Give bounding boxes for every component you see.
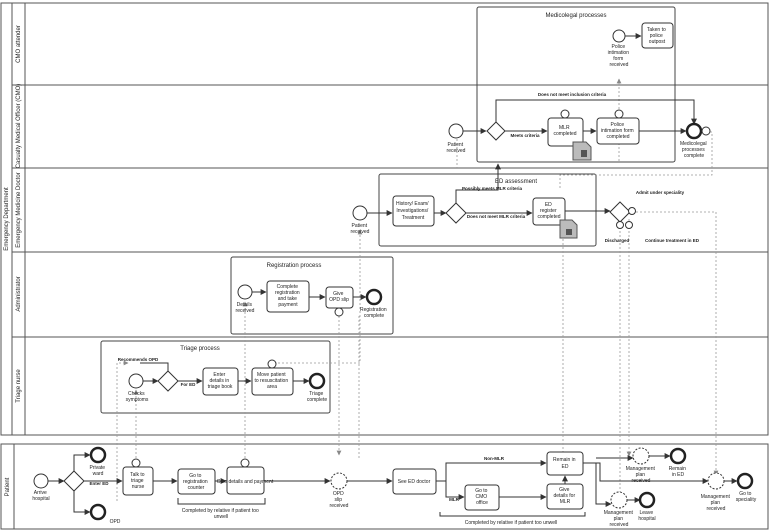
police-form-received-event xyxy=(612,29,626,43)
completed-relative-2-label: Completed by relative if patient too unw… xyxy=(465,520,558,526)
police-form-completed-label: Police intimation form completed xyxy=(601,122,635,140)
remain-in-ed-end-label: Remain in ED xyxy=(669,466,688,478)
completed-relative-1-label: Completed by relative if patient too unw… xyxy=(182,508,260,520)
registration-complete-event xyxy=(365,288,383,306)
go-to-speciality-event xyxy=(736,472,754,490)
pool-label-emergency: Emergency Department xyxy=(4,187,10,251)
mgmt-plan-3-event xyxy=(707,472,725,490)
medicolegal-complete-event xyxy=(685,122,703,140)
mlr-completed-label: MLR completed xyxy=(553,125,576,137)
triage-complete-label: Triage complete xyxy=(307,391,328,403)
opd-slip-received-label: OPD slip received xyxy=(330,491,349,509)
group-registration xyxy=(230,256,394,335)
leave-hospital-event xyxy=(638,491,656,509)
cmo-criteria-gateway xyxy=(486,121,506,141)
talk-triage-label: Talk to triage nurse xyxy=(130,472,146,490)
mgmt-plan-1-event xyxy=(632,447,650,465)
enter-details-label: Enter details in triage book xyxy=(208,372,233,390)
history-exam-task xyxy=(392,195,435,227)
opd-event xyxy=(89,503,107,521)
move-patient-label: Move patient to resuscitation area xyxy=(254,372,289,390)
registration-complete-label: Registration complete xyxy=(360,307,388,319)
police-form-received-label: Police intimation form received xyxy=(608,44,631,68)
ed-register-label: ED register completed xyxy=(537,202,560,220)
remain-in-ed-end-event xyxy=(669,447,687,465)
details-received-label: Details received xyxy=(236,302,255,314)
leave-hospital-label: Leave hospital xyxy=(638,510,655,522)
taken-to-police-task xyxy=(641,22,674,49)
triage-complete-event xyxy=(308,372,326,390)
give-opd-slip-label: Give OPD slip xyxy=(329,291,349,303)
arrive-hospital-event xyxy=(33,473,49,489)
lane-label-cmo: Casualty Medical Officer (CMO) xyxy=(16,84,22,169)
lane-label-admin: Administrator xyxy=(16,276,22,311)
not-meet-criteria-label: Does not meet inclusion criteria xyxy=(538,92,607,97)
emergency-pool xyxy=(0,2,769,436)
mlr-label: MLR xyxy=(449,497,459,502)
for-ed-label: For ED xyxy=(181,382,197,387)
possibly-mlr-label: Possibly meets MLR criteria xyxy=(462,186,523,191)
checks-symptoms-label: Checks symptoms xyxy=(126,391,149,403)
opd-label: OPD xyxy=(110,519,121,525)
not-meet-mlr-label: Does not meet MLR criteria xyxy=(467,214,526,219)
go-registration-label: Go to registration counter xyxy=(183,473,209,491)
meets-criteria-label: Meets criteria xyxy=(510,133,540,138)
ed-mlr-gateway xyxy=(445,202,467,224)
medicolegal-complete-label: Medicolegal processes complete xyxy=(680,141,708,159)
opd-slip-received-event xyxy=(330,472,348,490)
complete-registration-label: Complete registration and take payment xyxy=(275,284,301,308)
go-to-speciality-label: Go to speciality xyxy=(736,491,757,503)
ed-patient-received-event xyxy=(352,205,368,221)
give-details-mlr-label: Give details for MLR xyxy=(553,487,576,505)
give-details-payment-label: Give details and payment xyxy=(217,479,274,485)
mgmt-plan-2-event xyxy=(610,491,628,509)
admit-label: Admit under speciality xyxy=(636,190,685,195)
remain-in-ed-label: Remain in ED xyxy=(553,457,577,470)
cmo-patient-received-label: Patient received xyxy=(447,142,466,154)
discharged-label: Discharged xyxy=(605,238,630,243)
mgmt-plan-3-label: Management plan received xyxy=(701,494,732,512)
cmo-patient-received-event xyxy=(448,123,464,139)
group-title-medicolegal: Medicolegal processes xyxy=(545,13,606,19)
ed-patient-received-label: Patient received xyxy=(351,223,370,235)
taken-to-police-label: Taken to police outpost xyxy=(647,27,667,45)
group-triage xyxy=(100,340,331,414)
group-title-triage: Triage process xyxy=(180,346,219,352)
police-form-boundary-event xyxy=(614,109,624,119)
private-ward-event xyxy=(89,446,107,464)
group-medicolegal xyxy=(476,6,676,163)
mlr-boundary-event xyxy=(560,109,570,119)
mgmt-plan-2-label: Management plan received xyxy=(604,510,635,528)
group-title-registration: Registration process xyxy=(267,263,322,269)
see-ed-doctor-label: See ED doctor xyxy=(398,479,431,485)
go-cmo-office-label: Go to CMO office xyxy=(475,488,489,506)
lane-label-emd: Emergency Medicine Doctor xyxy=(16,172,22,247)
group-title-ed: ED assessment xyxy=(495,179,537,185)
details-received-event xyxy=(237,284,253,300)
lane-label-patient: Patient xyxy=(5,477,11,496)
lane-label-triage: Triage nurse xyxy=(16,369,22,403)
group-ed-assessment xyxy=(378,173,597,247)
enter-ed-label: Enter ED xyxy=(89,481,109,486)
arrive-hospital-label: Arrive hospital xyxy=(32,490,49,502)
continue-label: Continue treatment in ED xyxy=(645,238,700,243)
non-mlr-label: Non-MLR xyxy=(484,456,505,461)
lane-label-cmo-attender: CMO attender xyxy=(16,25,22,63)
checks-symptoms-event xyxy=(128,373,144,389)
mgmt-plan-1-label: Management plan received xyxy=(626,466,657,484)
private-ward-label: Private ward xyxy=(90,465,107,477)
recommends-opd-label: Recommends OPD xyxy=(118,357,159,362)
triage-gateway xyxy=(157,370,179,392)
history-exam-label: History/ Exam/ Investigations/ Treatment xyxy=(396,201,430,221)
